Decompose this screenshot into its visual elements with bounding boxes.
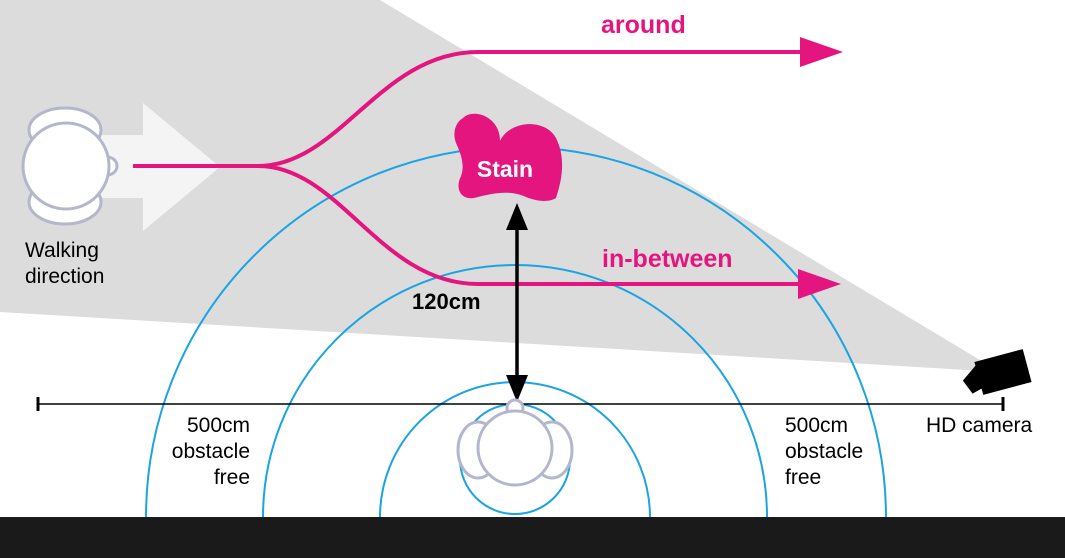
around-label: around <box>601 11 686 39</box>
camera-label: HD camera <box>926 414 1033 437</box>
walking-label-line1: Walking <box>25 239 99 262</box>
distance-arrow <box>506 203 528 402</box>
walker-icon <box>21 106 119 226</box>
distance-label: 120cm <box>412 289 481 314</box>
left-label-line1: 500cm <box>187 414 250 437</box>
right-label-line1: 500cm <box>785 414 848 437</box>
arrowhead-around <box>800 37 843 67</box>
arrowhead-in-between <box>798 269 841 299</box>
right-label-line2: obstacle <box>785 440 863 463</box>
walking-label-line2: direction <box>25 265 104 288</box>
walking-paths <box>133 50 810 286</box>
camera-icon <box>962 349 1032 395</box>
stain-icon <box>454 113 563 201</box>
left-label-line3: free <box>214 466 250 489</box>
stander-icon <box>456 398 574 487</box>
in-between-label: in-between <box>602 245 733 273</box>
path-in-between <box>257 164 808 286</box>
path-around <box>257 50 810 168</box>
right-label-line3: free <box>785 466 821 489</box>
left-label-line2: obstacle <box>172 440 250 463</box>
ring-middle <box>262 264 768 518</box>
floor <box>0 517 1065 558</box>
stain-label: Stain <box>477 156 533 182</box>
